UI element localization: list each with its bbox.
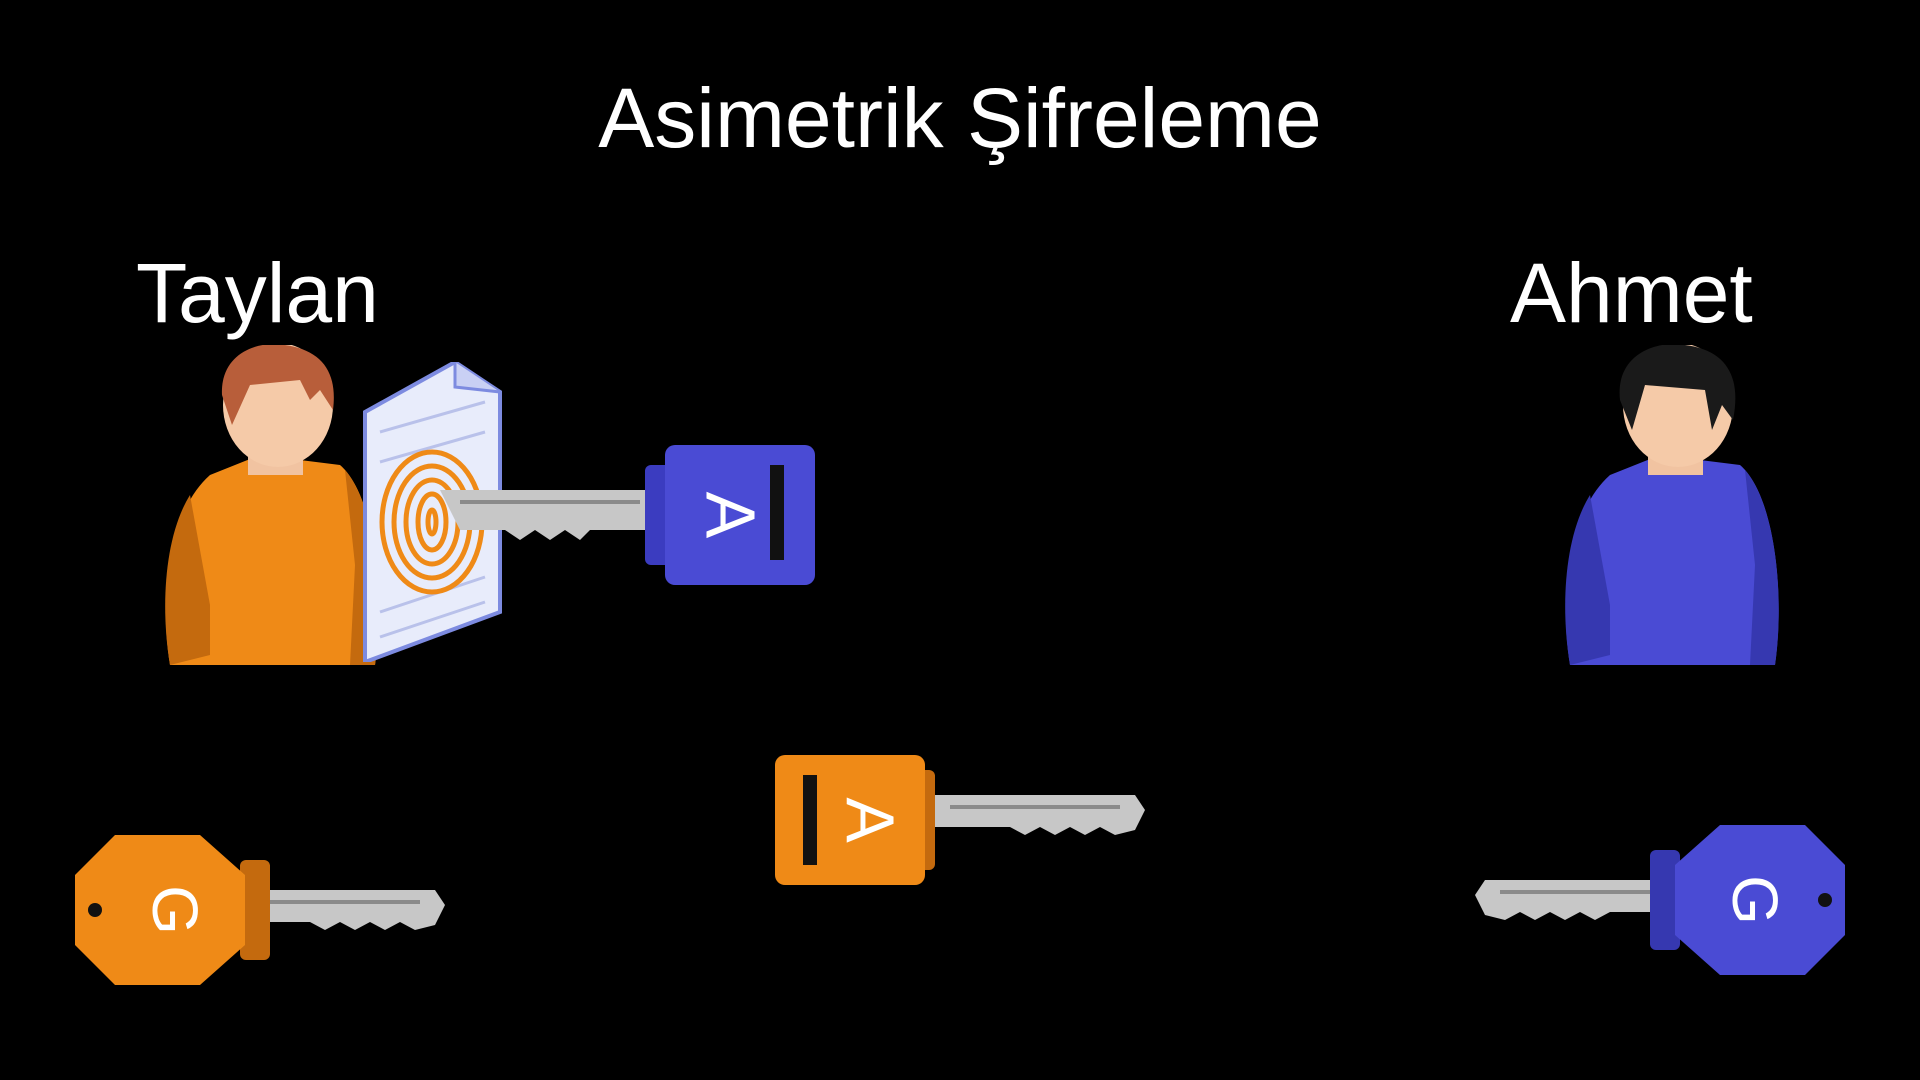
shared-key-letter: A [832, 797, 908, 843]
person-name-taylan: Taylan [136, 246, 379, 340]
taylan-private-key-letter: A [692, 492, 770, 539]
person-avatar-ahmet-icon [1565, 345, 1779, 665]
ahmet-public-key-letter: G [1719, 875, 1791, 925]
page-title: Asimetrik Şifreleme [598, 71, 1322, 165]
taylan-private-key-icon: A [440, 445, 815, 585]
taylan-public-key-icon: G [75, 835, 445, 985]
ahmet-public-key-icon: G [1475, 825, 1845, 975]
person-name-ahmet: Ahmet [1510, 246, 1753, 340]
taylan-public-key-letter: G [139, 885, 211, 935]
fingerprint-document-icon [363, 362, 502, 662]
shared-key-icon: A [775, 755, 1145, 885]
person-avatar-taylan-icon [165, 345, 379, 665]
